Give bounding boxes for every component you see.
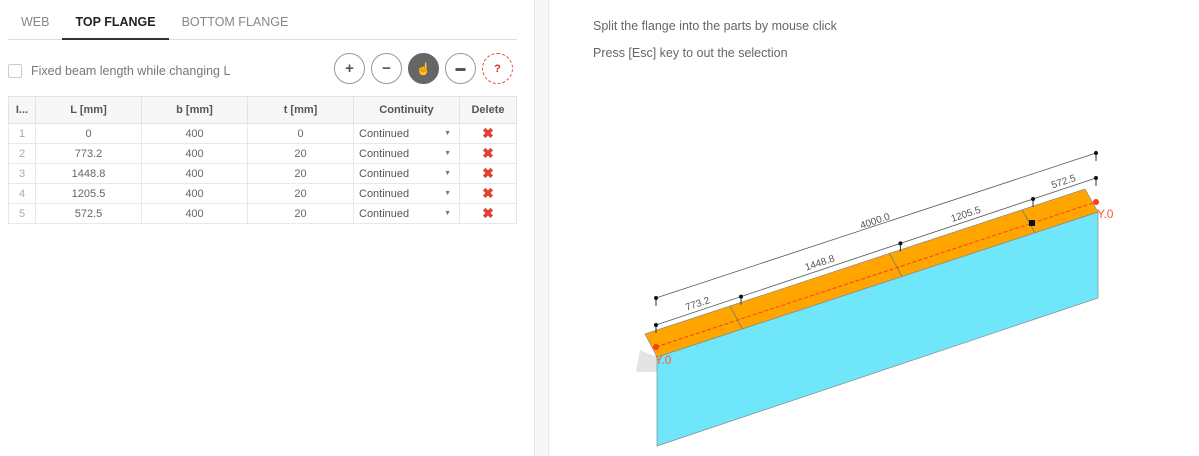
table-row: 4 1205.5 400 20 Continued ▼ ✖ bbox=[8, 183, 517, 204]
axis-label-end: Y.0 bbox=[1097, 207, 1114, 221]
dimension-tick-dot bbox=[739, 294, 744, 299]
instruction-split: Split the flange into the parts by mouse… bbox=[593, 19, 837, 33]
continuity-select[interactable]: Continued ▼ bbox=[353, 163, 460, 184]
table-row: 2 773.2 400 20 Continued ▼ ✖ bbox=[8, 143, 517, 164]
row-index: 1 bbox=[8, 123, 36, 144]
left-panel: WEB TOP FLANGE BOTTOM FLANGE Fixed beam … bbox=[0, 0, 535, 456]
tab-bar: WEB TOP FLANGE BOTTOM FLANGE bbox=[8, 8, 517, 40]
col-width: b [mm] bbox=[141, 96, 248, 124]
col-delete: Delete bbox=[459, 96, 517, 124]
checkbox-box[interactable] bbox=[8, 64, 22, 78]
length-cell[interactable]: 1205.5 bbox=[35, 183, 142, 204]
total-length-label: 4000.0 bbox=[859, 211, 892, 231]
segment-dimension-line bbox=[655, 177, 1097, 326]
total-dimension-line bbox=[655, 152, 1097, 299]
archive-button[interactable]: ▬ bbox=[445, 53, 476, 84]
delete-button[interactable]: ✖ bbox=[459, 163, 517, 184]
length-cell[interactable]: 773.2 bbox=[35, 143, 142, 164]
width-cell[interactable]: 400 bbox=[141, 143, 248, 164]
width-cell[interactable]: 400 bbox=[141, 163, 248, 184]
panel-divider[interactable] bbox=[535, 0, 549, 456]
width-cell[interactable]: 400 bbox=[141, 183, 248, 204]
col-index: I... bbox=[8, 96, 36, 124]
continuity-value: Continued bbox=[359, 187, 410, 200]
web-plate[interactable] bbox=[656, 211, 1099, 447]
row-index: 4 bbox=[8, 183, 36, 204]
flange-split-line bbox=[1021, 209, 1036, 233]
continuity-select[interactable]: Continued ▼ bbox=[353, 123, 460, 144]
continuity-value: Continued bbox=[359, 127, 410, 140]
dimension-tick-dot bbox=[654, 296, 658, 300]
delete-button[interactable]: ✖ bbox=[459, 183, 517, 204]
continuity-select[interactable]: Continued ▼ bbox=[353, 203, 460, 224]
length-cell[interactable]: 572.5 bbox=[35, 203, 142, 224]
chevron-down-icon: ▼ bbox=[444, 130, 451, 137]
add-button[interactable]: + bbox=[334, 53, 365, 84]
axis-end-point bbox=[1093, 199, 1099, 205]
thickness-cell[interactable]: 20 bbox=[247, 163, 354, 184]
flange-parts-table: I... L [mm] b [mm] t [mm] Continuity Del… bbox=[8, 96, 517, 224]
continuity-select[interactable]: Continued ▼ bbox=[353, 183, 460, 204]
toolbar: + − ☝ ▬ ? bbox=[334, 53, 513, 84]
segment-length-label: 572.5 bbox=[1050, 173, 1078, 192]
table-row: 5 572.5 400 20 Continued ▼ ✖ bbox=[8, 203, 517, 224]
tab-bottom-flange[interactable]: BOTTOM FLANGE bbox=[181, 15, 289, 29]
continuity-value: Continued bbox=[359, 207, 410, 220]
row-index: 2 bbox=[8, 143, 36, 164]
dimension-tick-dot bbox=[1094, 176, 1098, 180]
delete-button[interactable]: ✖ bbox=[459, 123, 517, 144]
width-cell[interactable]: 400 bbox=[141, 123, 248, 144]
chevron-down-icon: ▼ bbox=[444, 150, 451, 157]
segment-length-label: 1448.8 bbox=[804, 253, 837, 273]
dimension-tick-dot bbox=[1094, 151, 1098, 155]
thickness-cell[interactable]: 0 bbox=[247, 123, 354, 144]
tab-web[interactable]: WEB bbox=[21, 15, 50, 29]
row-index: 5 bbox=[8, 203, 36, 224]
select-hand-button[interactable]: ☝ bbox=[408, 53, 439, 84]
width-cell[interactable]: 400 bbox=[141, 203, 248, 224]
tab-top-flange[interactable]: TOP FLANGE bbox=[62, 8, 169, 40]
dimension-tick-dot bbox=[654, 323, 658, 327]
segment-length-label: 1205.5 bbox=[950, 205, 983, 225]
continuity-value: Continued bbox=[359, 147, 410, 160]
top-flange-plate[interactable] bbox=[644, 188, 1099, 358]
flange-split-line bbox=[889, 253, 903, 277]
delete-button[interactable]: ✖ bbox=[459, 203, 517, 224]
flange-axis-line bbox=[655, 201, 1097, 348]
col-length: L [mm] bbox=[35, 96, 142, 124]
chevron-down-icon: ▼ bbox=[444, 190, 451, 197]
continuity-value: Continued bbox=[359, 167, 410, 180]
web-shadow bbox=[636, 350, 657, 372]
length-cell[interactable]: 0 bbox=[35, 123, 142, 144]
selected-split-point[interactable] bbox=[1029, 220, 1035, 226]
help-button[interactable]: ? bbox=[482, 53, 513, 84]
chevron-down-icon: ▼ bbox=[444, 210, 451, 217]
table-row: 3 1448.8 400 20 Continued ▼ ✖ bbox=[8, 163, 517, 184]
checkbox-label: Fixed beam length while changing L bbox=[31, 64, 231, 78]
thickness-cell[interactable]: 20 bbox=[247, 183, 354, 204]
col-continuity: Continuity bbox=[353, 96, 460, 124]
axis-label-start: Y.0 bbox=[655, 353, 672, 367]
col-thickness: t [mm] bbox=[247, 96, 354, 124]
dimension-tick-dot bbox=[1031, 197, 1036, 202]
row-index: 3 bbox=[8, 163, 36, 184]
delete-button[interactable]: ✖ bbox=[459, 143, 517, 164]
remove-button[interactable]: − bbox=[371, 53, 402, 84]
table-row: 1 0 400 0 Continued ▼ ✖ bbox=[8, 123, 517, 144]
length-cell[interactable]: 1448.8 bbox=[35, 163, 142, 184]
flange-split-line bbox=[729, 305, 743, 330]
dimension-tick-dot bbox=[898, 241, 903, 246]
segment-length-label: 773.2 bbox=[684, 295, 712, 314]
instruction-esc: Press [Esc] key to out the selection bbox=[593, 46, 788, 60]
continuity-select[interactable]: Continued ▼ bbox=[353, 143, 460, 164]
axis-start-point bbox=[653, 344, 659, 350]
thickness-cell[interactable]: 20 bbox=[247, 203, 354, 224]
chevron-down-icon: ▼ bbox=[444, 170, 451, 177]
thickness-cell[interactable]: 20 bbox=[247, 143, 354, 164]
fixed-length-checkbox[interactable]: Fixed beam length while changing L bbox=[8, 64, 230, 78]
